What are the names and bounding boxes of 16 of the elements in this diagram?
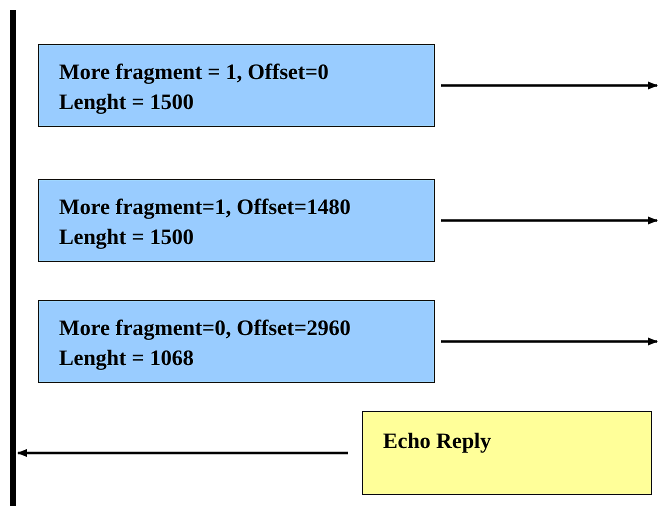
box-text: Lenght = 1500 bbox=[59, 223, 195, 251]
message-box bbox=[362, 411, 652, 495]
arrow bbox=[441, 338, 658, 346]
box-text: Lenght = 1500 bbox=[59, 88, 195, 116]
arrow bbox=[441, 216, 658, 224]
timeline-bar bbox=[10, 10, 16, 506]
box-text: More fragment=1, Offset=1480 bbox=[59, 193, 352, 221]
box-text: Lenght = 1068 bbox=[59, 344, 195, 372]
arrow bbox=[17, 449, 348, 457]
box-text: More fragment = 1, Offset=0 bbox=[59, 58, 330, 86]
fragment-box bbox=[38, 179, 435, 262]
box-text: More fragment=0, Offset=2960 bbox=[59, 314, 352, 342]
fragment-box bbox=[38, 44, 435, 127]
box-text: Echo Reply bbox=[383, 427, 492, 455]
arrow bbox=[441, 82, 658, 90]
fragment-box bbox=[38, 300, 435, 383]
